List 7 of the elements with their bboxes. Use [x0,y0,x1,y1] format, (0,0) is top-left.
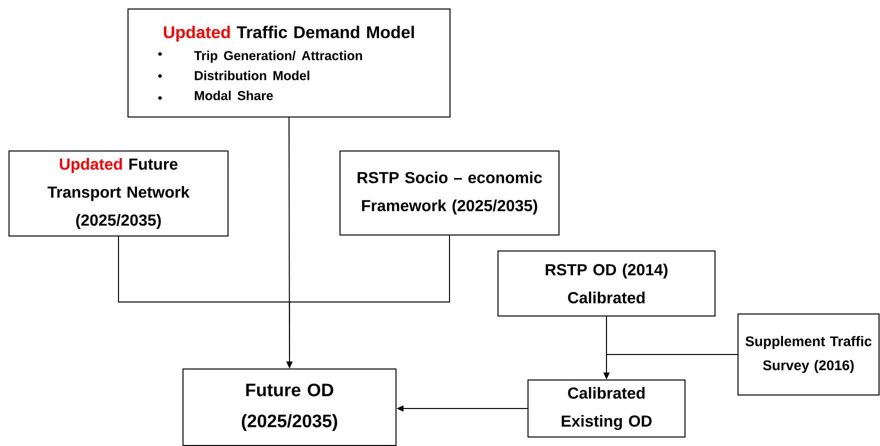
process-box: Future OD (2025/2035) [182,368,396,446]
process-box: RSTP Socio – economic Framework (2025/2035) [340,150,560,236]
process-box: Updated Future Transport Network (2025/2035) [8,150,228,236]
process-box: Updated Traffic Demand Model Trip Generation/ Attraction Distribution Model Modal Share [128,8,450,118]
process-box: Calibrated Existing OD [528,379,686,438]
process-box: RSTP OD (2014) Calibrated [498,250,716,316]
process-box: Supplement Traffic Survey (2016) [738,313,880,396]
